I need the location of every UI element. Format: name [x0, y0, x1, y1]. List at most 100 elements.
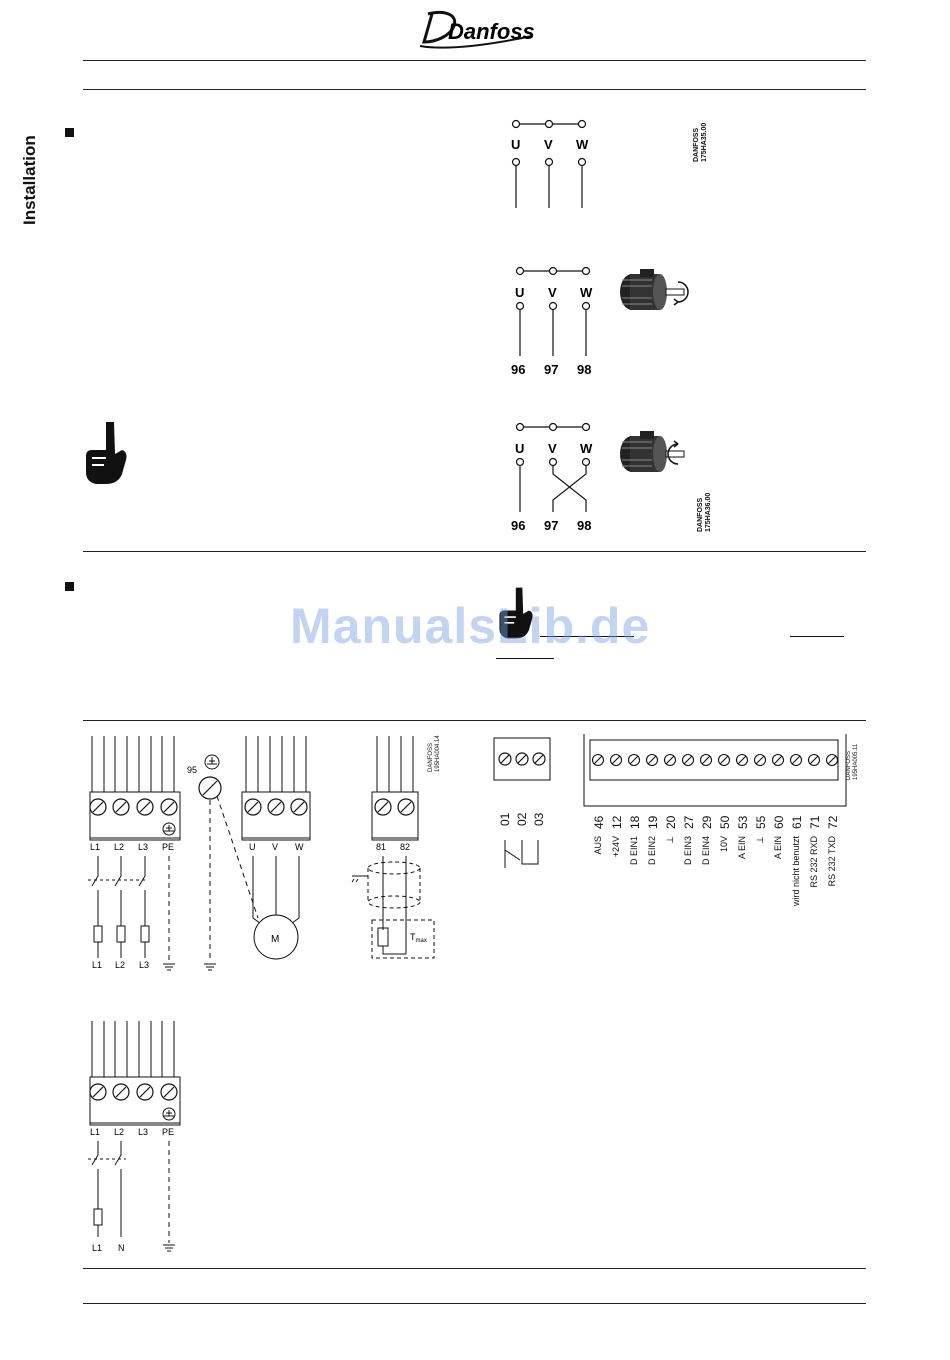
- supply-l1: L1: [92, 960, 102, 970]
- motor-terminal-v: V: [272, 842, 278, 852]
- supply-n: N: [118, 1243, 125, 1253]
- phase-label-w: W: [580, 441, 593, 456]
- relay-terminal-03: 03: [532, 812, 546, 826]
- control-terminal-number: 12: [610, 815, 624, 829]
- relay-terminal-02: 02: [515, 812, 529, 826]
- control-terminal-number: 18: [628, 815, 642, 829]
- control-terminal-label: A EIN: [737, 836, 747, 860]
- phase-label-w: W: [580, 285, 593, 300]
- terminal-l1: L1: [90, 1127, 100, 1137]
- brake-terminal-82: 82: [400, 842, 410, 852]
- phase-label-v: V: [548, 441, 557, 456]
- relay-terminal-block: [493, 737, 551, 868]
- control-terminal-slot: [755, 755, 765, 765]
- control-terminal-number: 60: [772, 815, 786, 829]
- phase-label-u: U: [515, 441, 524, 456]
- control-terminal-number: 53: [736, 815, 750, 829]
- header-rule-2: [83, 89, 866, 90]
- terminal-pe: PE: [162, 842, 174, 852]
- phase-label-u: U: [515, 285, 524, 300]
- motor-clockwise-icon: [620, 269, 689, 310]
- control-terminal-number: 29: [700, 815, 714, 829]
- terminal-pe: PE: [162, 1127, 174, 1137]
- control-terminal-number: 71: [808, 815, 822, 829]
- control-terminal-label: +24V: [611, 836, 621, 858]
- control-terminal-label: RS 232 RXD: [809, 836, 819, 888]
- phase-label-v: V: [544, 137, 553, 152]
- control-terminal-number: 46: [592, 815, 606, 829]
- control-terminal-number: 72: [826, 815, 840, 829]
- watermark: ManualsLib.de: [290, 598, 651, 654]
- control-terminal-label: ⊥: [755, 836, 765, 844]
- motor-symbol-label: M: [271, 934, 279, 945]
- motor-counterclockwise-icon: [620, 431, 685, 472]
- section-rule-1: [83, 551, 866, 552]
- control-terminal-slot: [593, 755, 603, 765]
- control-terminal-slot: [809, 755, 819, 765]
- control-terminal-number: 20: [664, 815, 678, 829]
- terminal-number-97: 97: [544, 362, 558, 377]
- control-terminal-slot: [719, 755, 729, 765]
- control-terminal-label: D EIN1: [629, 836, 639, 866]
- brake-terminal-81: 81: [376, 842, 386, 852]
- terminal-l1: L1: [90, 842, 100, 852]
- control-terminal-slot: [827, 755, 837, 765]
- terminal-l2: L2: [114, 1127, 124, 1137]
- terminal-number-98: 98: [577, 362, 591, 377]
- control-terminal-number: 61: [790, 815, 804, 829]
- phase-label-u: U: [511, 137, 520, 152]
- section-bullet-2: [65, 582, 74, 591]
- control-terminal-label: D EIN4: [701, 836, 711, 866]
- control-terminal-label: 10V: [719, 836, 729, 853]
- control-terminal-slot: [791, 755, 801, 765]
- control-terminal-number: 19: [646, 815, 660, 829]
- terminal-number-96: 96: [511, 362, 525, 377]
- logo-wordmark: Danfoss: [448, 19, 535, 44]
- control-terminal-label: D EIN2: [647, 836, 657, 866]
- relay-terminal-01: 01: [498, 812, 512, 826]
- control-terminal-slot: [683, 755, 693, 765]
- control-terminal-slot: [611, 755, 621, 765]
- control-terminal-label: ⊥: [665, 836, 675, 844]
- control-terminal-slot: [665, 755, 675, 765]
- underline-3: [496, 658, 554, 659]
- phase-label-v: V: [548, 285, 557, 300]
- control-terminal-label: AUS: [593, 836, 603, 855]
- earth-terminal-label: 95: [187, 765, 197, 775]
- control-terminal-label: A EIN: [773, 836, 783, 860]
- control-terminal-slot: [701, 755, 711, 765]
- phase-label-w: W: [576, 137, 589, 152]
- terminal-l3: L3: [138, 1127, 148, 1137]
- brake-resistor-label: Tmax: [410, 932, 427, 944]
- terminal-l2: L2: [114, 842, 124, 852]
- control-terminal-slot: [773, 755, 783, 765]
- header-rule-1: [83, 60, 866, 61]
- power-wiring-diagram: L1 L2 L3 PE L1 L2 L3 95 U V W M: [88, 736, 435, 971]
- control-terminal-label: wird nicht benutzt: [791, 836, 801, 907]
- terminal-l3: L3: [138, 842, 148, 852]
- motor-terminal-u: U: [249, 842, 256, 852]
- motor-terminal-w: W: [295, 842, 304, 852]
- control-terminal-slot: [647, 755, 657, 765]
- footer-rule-1: [83, 1268, 866, 1269]
- terminal-number-96: 96: [511, 518, 525, 533]
- motor-terminal-diagram-2: U V W 96 97 98: [511, 266, 593, 377]
- terminal-number-98: 98: [577, 518, 591, 533]
- single-phase-wiring-diagram: L1 L2 L3 PE L1 N: [88, 1021, 181, 1253]
- control-terminal-block: [583, 734, 847, 807]
- control-terminal-number: 50: [718, 815, 732, 829]
- footer-rule-2: [83, 1303, 866, 1304]
- control-terminal-slot: [629, 755, 639, 765]
- section-tab-label: Installation: [20, 135, 39, 225]
- pointing-hand-icon: [86, 422, 127, 484]
- underline-2: [790, 636, 844, 637]
- section-bullet-1: [65, 128, 74, 137]
- pointing-hand-icon-2: [499, 587, 533, 639]
- control-terminal-label: D EIN3: [683, 836, 693, 866]
- underline-1: [540, 636, 634, 637]
- supply-l1: L1: [92, 1243, 102, 1253]
